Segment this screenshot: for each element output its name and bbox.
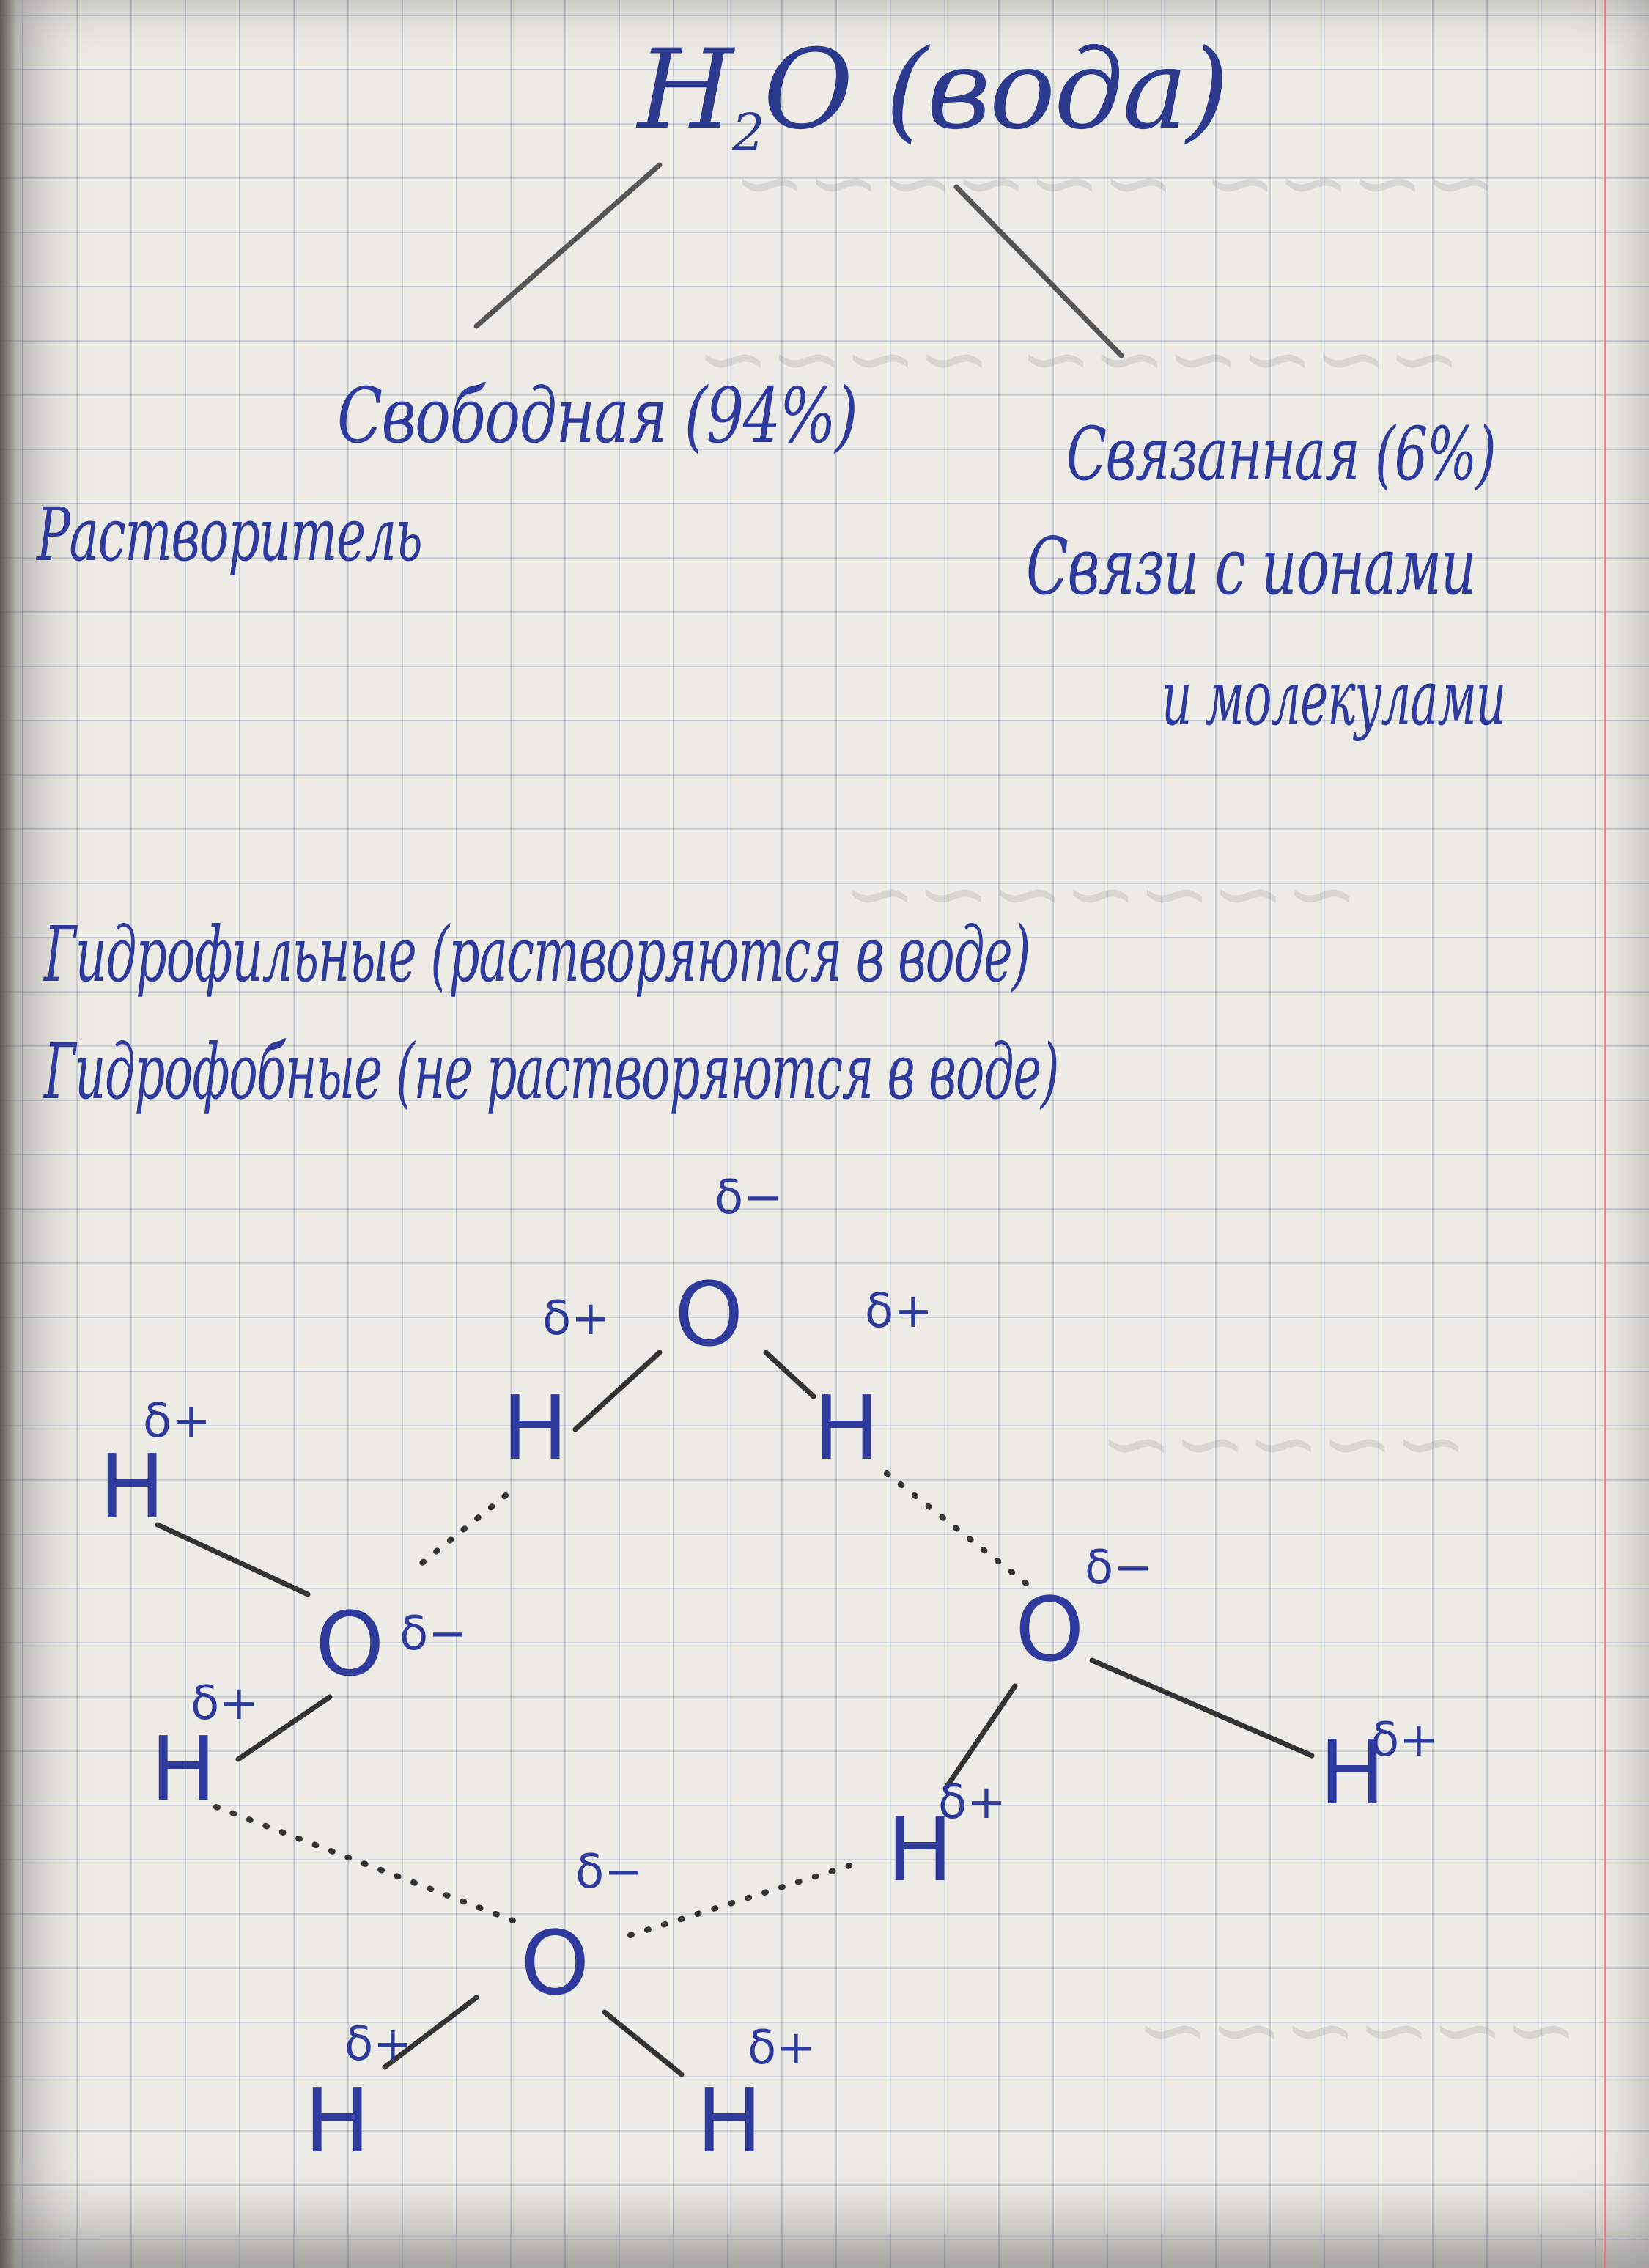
solvent-label: Растворитель (37, 492, 423, 578)
title-subscript: 2 (731, 103, 765, 163)
charge-positive: δ+ (542, 1292, 610, 1346)
charge-positive: δ+ (1371, 1713, 1439, 1767)
hydrophilic-line: Гидрофильные (растворяются в воде) (44, 910, 1030, 999)
hydrogen-atom: H (304, 2071, 370, 2173)
branch-line-left (473, 162, 663, 329)
bound-desc-line2: и молекулами (1162, 653, 1506, 743)
molecule-bottom: O δ− H δ+ H δ+ (304, 1845, 816, 2173)
oxygen-atom: O (520, 1913, 589, 2015)
hydrophobic-line: Гидрофобные (не растворяются в воде) (44, 1027, 1059, 1116)
title-rest: O (вода) (763, 26, 1229, 154)
charge-negative: δ− (575, 1845, 643, 1899)
hydrogen-atom: H (1319, 1723, 1385, 1825)
molecule-left: O δ− H δ+ H δ+ (99, 1394, 468, 1821)
oxygen-atom: O (1015, 1580, 1084, 1682)
hydrogen-atom: H (502, 1378, 568, 1480)
charge-positive: δ+ (865, 1284, 933, 1339)
charge-positive: δ+ (938, 1775, 1006, 1830)
branch-bound-water: Связанная (6%) (1066, 411, 1497, 497)
charge-positive: δ+ (191, 1676, 259, 1731)
hydrogen-atom: H (887, 1800, 953, 1901)
covalent-bonds (155, 1350, 1315, 2077)
branch-line-right (953, 184, 1124, 358)
hydrogen-atom: H (99, 1437, 165, 1539)
molecule-right: O δ− H δ+ H δ+ (887, 1541, 1439, 1901)
hydrogen-atom: H (150, 1719, 216, 1821)
hydrogen-bonds (213, 1470, 1029, 1938)
charge-positive: δ+ (344, 2017, 413, 2072)
oxygen-atom: O (674, 1264, 743, 1366)
charge-negative: δ− (715, 1171, 783, 1225)
sheet-edge (0, 0, 16, 2268)
charge-positive: δ+ (143, 1394, 211, 1448)
charge-negative: δ− (1085, 1541, 1153, 1595)
hydrogen-atom: H (696, 2071, 762, 2173)
charge-positive: δ+ (748, 2021, 816, 2075)
molecule-top: O δ− H δ+ H δ+ (502, 1171, 933, 1480)
water-title: H2O (вода) (638, 35, 1229, 158)
title-element: H (638, 26, 734, 154)
charge-negative: δ− (399, 1607, 468, 1661)
oxygen-atom: O (315, 1594, 384, 1696)
bound-desc-line1: Связи с ионами (1026, 521, 1476, 613)
margin-line (1604, 0, 1606, 2268)
branch-free-water: Свободная (94%) (337, 371, 858, 460)
hydrogen-atom: H (814, 1378, 879, 1480)
